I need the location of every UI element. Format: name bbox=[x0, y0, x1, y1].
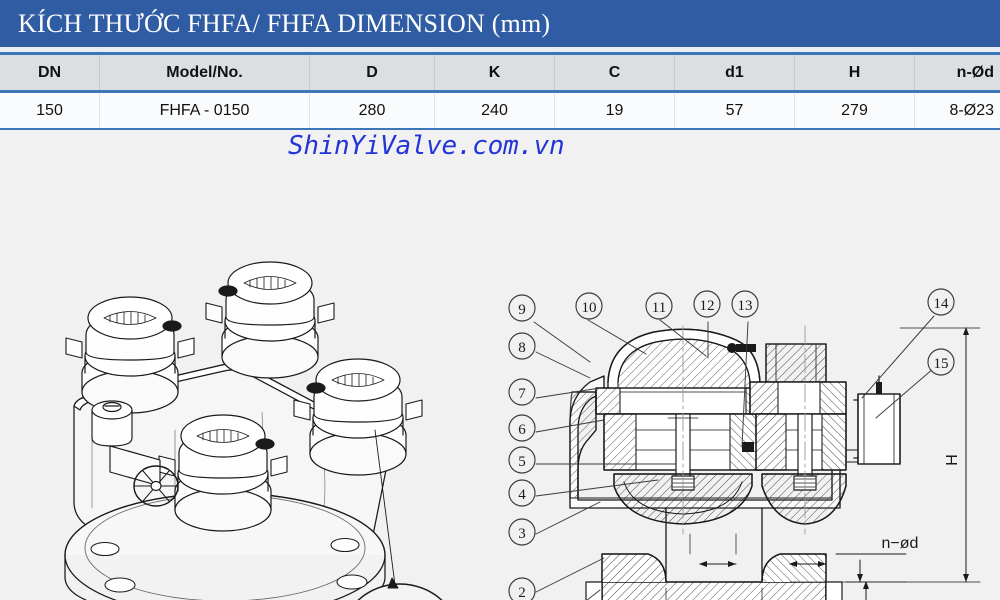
dimension-table: DN Model/No. D K C d1 H n-Ød 150 FHFA - … bbox=[0, 52, 1000, 131]
section-drawing: 10 11 12 13 9 8 7 6 5 4 3 2 1 14 bbox=[508, 288, 981, 600]
callout-11: 11 bbox=[652, 300, 666, 316]
callout-4: 4 bbox=[518, 487, 526, 503]
cell-model: FHFA - 0150 bbox=[100, 93, 310, 128]
cell-c: 19 bbox=[555, 93, 675, 128]
callout-9: 9 bbox=[518, 302, 526, 318]
callout-10: 10 bbox=[582, 300, 597, 316]
dimension-annotations: DN K D C bbox=[601, 327, 981, 600]
isometric-drawing: d1 bbox=[64, 261, 443, 600]
cell-d1: 57 bbox=[675, 93, 795, 128]
column-header-dn: DN bbox=[0, 55, 100, 90]
callout-2: 2 bbox=[518, 585, 526, 600]
cell-dn: 150 bbox=[0, 93, 100, 128]
drain-valve-assembly bbox=[91, 400, 179, 507]
callout-balloons: 10 11 12 13 9 8 7 6 5 4 3 2 1 14 bbox=[508, 288, 955, 600]
dimension-h: H bbox=[845, 327, 981, 583]
cell-k: 240 bbox=[435, 93, 555, 128]
dimension-c: C bbox=[863, 581, 869, 600]
column-header-d: D bbox=[310, 55, 435, 90]
dimension-nod: n−ød bbox=[699, 535, 919, 583]
outlet-nozzle bbox=[65, 261, 423, 532]
callout-7: 7 bbox=[518, 386, 526, 402]
valve-assembly-right bbox=[749, 325, 847, 535]
detail-circle-d1: d1 bbox=[357, 429, 443, 600]
dimension-label-nod: n−ød bbox=[882, 535, 919, 552]
column-header-c: C bbox=[555, 55, 675, 90]
callout-6: 6 bbox=[518, 422, 526, 438]
callout-14: 14 bbox=[934, 296, 950, 312]
table-rule-bottom bbox=[0, 128, 1000, 131]
cell-nod: 8-Ø23 bbox=[949, 101, 994, 119]
callout-5: 5 bbox=[518, 454, 526, 470]
table-header-row: DN Model/No. D K C d1 H n-Ød bbox=[0, 55, 1000, 90]
column-header-nod: n-Ød bbox=[956, 63, 994, 81]
column-header-model: Model/No. bbox=[100, 55, 310, 90]
table-rule-mid bbox=[0, 90, 1000, 93]
callout-15: 15 bbox=[934, 356, 949, 372]
column-header-k: K bbox=[435, 55, 555, 90]
callout-3: 3 bbox=[518, 526, 526, 542]
cylinder-part-15 bbox=[845, 375, 901, 465]
page-title: KÍCH THƯỚC FHFA/ FHFA DIMENSION (mm) bbox=[18, 8, 551, 38]
title-underline bbox=[0, 47, 1000, 52]
table-row: 150 FHFA - 0150 280 240 19 57 279 8-Ø23 bbox=[0, 93, 1000, 128]
drawing-area: d1 bbox=[0, 130, 1000, 600]
cell-d: 280 bbox=[310, 93, 435, 128]
column-header-d1: d1 bbox=[675, 55, 795, 90]
valve-assembly-left bbox=[569, 325, 771, 535]
dimension-label-h: H bbox=[944, 454, 961, 466]
page-title-bar: KÍCH THƯỚC FHFA/ FHFA DIMENSION (mm) bbox=[0, 0, 1000, 47]
cell-h: 279 bbox=[795, 93, 915, 128]
column-header-h: H bbox=[795, 55, 915, 90]
callout-12: 12 bbox=[700, 298, 715, 314]
callout-8: 8 bbox=[518, 340, 526, 356]
table-rule-top bbox=[0, 52, 1000, 55]
callout-13: 13 bbox=[738, 298, 753, 314]
